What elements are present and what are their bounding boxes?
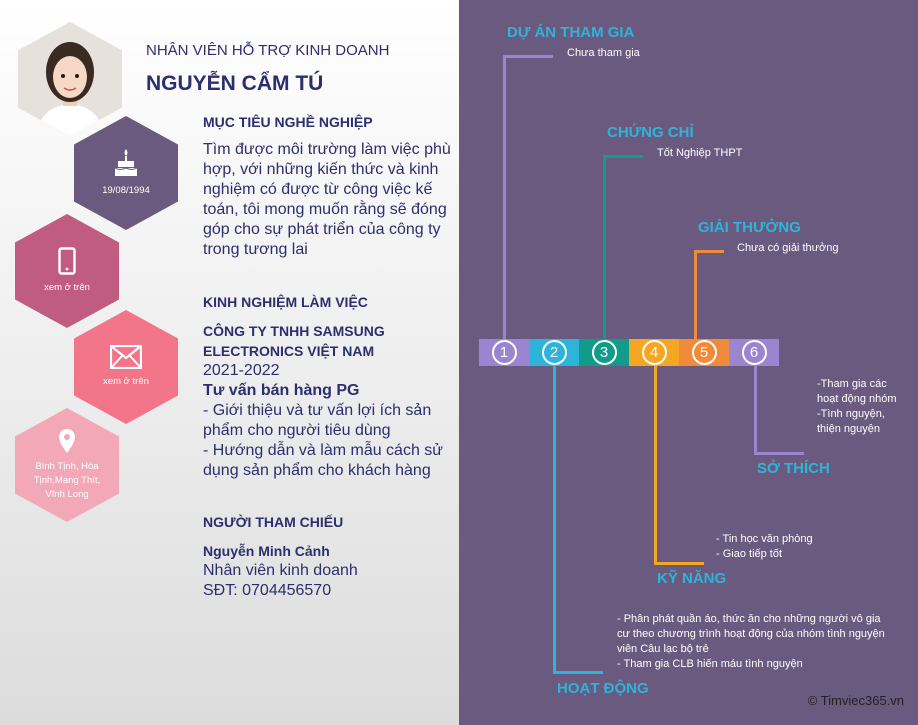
job-title: NHÂN VIÊN HỖ TRỢ KINH DOANH: [146, 42, 390, 59]
timeline-segment: 5: [679, 339, 729, 366]
reference-name: Nguyễn Minh Cảnh: [203, 543, 330, 559]
work-years: 2021-2022: [203, 362, 280, 379]
projects-text: Chưa tham gia: [567, 47, 640, 59]
connector-skills: [654, 365, 657, 565]
connector-hobbies-arm: [754, 452, 804, 455]
connector-awards: [694, 250, 697, 340]
connector-certificates-arm: [603, 155, 643, 158]
cake-icon: [114, 149, 138, 176]
reference-title: NGƯỜI THAM CHIẾU: [203, 514, 344, 530]
timeline-segment: 6: [729, 339, 779, 366]
location-pin-icon: [59, 429, 75, 453]
timeline-segment: 1: [479, 339, 529, 366]
connector-hobbies: [754, 365, 757, 455]
hobbies-text: -Tham gia các hoạt động nhóm -Tình nguyệ…: [817, 378, 897, 435]
projects-label: DỰ ÁN THAM GIA: [507, 24, 635, 41]
reference-role: Nhân viên kinh doanh: [203, 562, 358, 579]
address-text: Bình Tịnh, Hòa Tịnh,Mang Thít, Vĩnh Long: [33, 461, 101, 500]
activities-text: - Phân phát quần áo, thức ăn cho những n…: [617, 613, 885, 670]
timeline-segment: 4: [629, 339, 679, 366]
phone-icon: [58, 247, 76, 275]
reference-phone: SĐT: 0704456570: [203, 582, 332, 599]
career-section: MỤC TIÊU NGHỀ NGHIỆP Tìm được môi trường…: [203, 114, 451, 260]
work-position: Tư vấn bán hàng PG: [203, 382, 360, 399]
experience-title: KINH NGHIỆM LÀM VIỆC: [203, 294, 368, 310]
awards-text: Chưa có giải thưởng: [737, 242, 839, 254]
company-name: CÔNG TY TNHH SAMSUNG ELECTRONICS VIỆT NA…: [203, 323, 385, 359]
email-text: xem ở trên: [103, 376, 149, 387]
career-text: Tìm được môi trường làm việc phù hợp, vớ…: [203, 141, 451, 258]
timeline-segment: 3: [579, 339, 629, 366]
hobbies-label: SỞ THÍCH: [757, 460, 830, 477]
connector-awards-arm: [694, 250, 724, 253]
certificates-text: Tốt Nghiệp THPT: [657, 147, 743, 159]
timeline-number: 4: [641, 340, 667, 365]
connector-projects: [503, 55, 506, 340]
connector-certificates: [603, 155, 606, 340]
experience-item: - Giới thiệu và tư vấn lợi ích sản phẩm …: [203, 402, 432, 439]
certificates-label: CHỨNG CHỈ: [607, 124, 694, 141]
copyright-text: © Timviec365.vn: [807, 693, 904, 708]
birthday-text: 19/08/1994: [102, 185, 150, 196]
activities-label: HOẠT ĐỘNG: [557, 680, 649, 697]
connector-skills-arm: [654, 562, 704, 565]
timeline-number: 2: [541, 340, 567, 365]
timeline-segment: 2: [529, 339, 579, 366]
timeline-bar: 1 2 3 4 5 6: [479, 339, 779, 366]
skills-text: - Tin học văn phòng - Giao tiếp tốt: [716, 533, 813, 560]
connector-activities-arm: [553, 671, 603, 674]
experience-item: - Hướng dẫn và làm mẫu cách sử dụng sản …: [203, 442, 444, 479]
envelope-icon: [110, 345, 142, 369]
timeline-number: 3: [591, 340, 617, 365]
connector-projects-arm: [503, 55, 553, 58]
timeline-number: 5: [691, 340, 717, 365]
skills-label: KỸ NĂNG: [657, 570, 727, 587]
full-name: NGUYỄN CẨM TÚ: [146, 72, 324, 95]
timeline-number: 1: [491, 340, 517, 365]
awards-label: GIẢI THƯỞNG: [698, 219, 801, 236]
career-title: MỤC TIÊU NGHỀ NGHIỆP: [203, 114, 373, 130]
experience-section: KINH NGHIỆM LÀM VIỆC CÔNG TY TNHH SAMSUN…: [203, 294, 451, 481]
timeline-number: 6: [741, 340, 767, 365]
phone-text: xem ở trên: [44, 282, 90, 293]
reference-section: NGƯỜI THAM CHIẾU Nguyễn Minh Cảnh Nhân v…: [203, 514, 451, 601]
connector-activities: [553, 365, 556, 674]
